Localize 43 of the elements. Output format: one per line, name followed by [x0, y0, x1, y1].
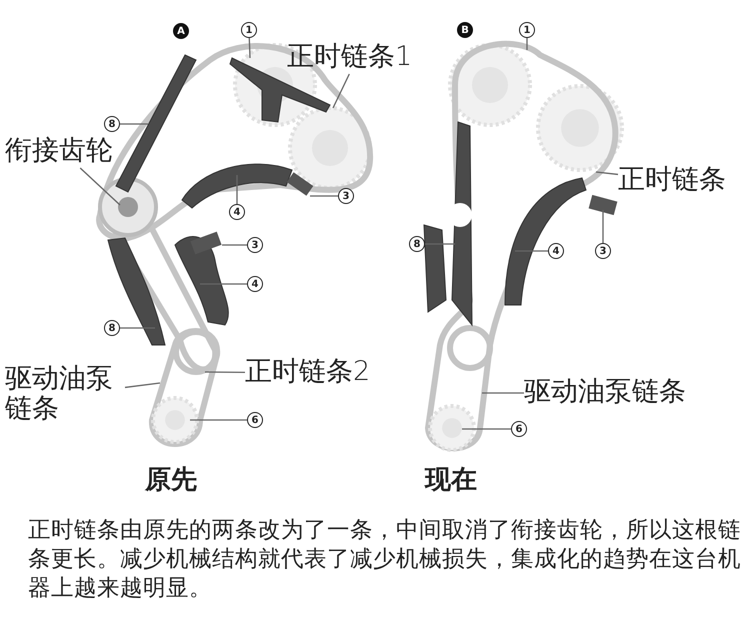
leader-line	[515, 250, 548, 252]
leader-line	[120, 123, 148, 125]
leader-line	[526, 38, 528, 50]
callout-number: 4	[548, 243, 564, 259]
leader-line	[602, 210, 604, 243]
callout-number: 1	[519, 22, 535, 38]
leader-line	[190, 419, 247, 421]
callout-number: 6	[247, 412, 263, 428]
panel-title: 现在	[425, 464, 477, 497]
leader-line	[310, 195, 338, 197]
callout-number: 3	[338, 188, 354, 204]
callout-number: 8	[409, 236, 425, 252]
leader-line	[222, 244, 247, 246]
leader-line	[482, 392, 524, 394]
leader-line	[236, 175, 238, 204]
callout-number: 4	[247, 276, 263, 292]
part-label: 正时链条	[618, 165, 736, 195]
part-label: 正时链条1	[287, 42, 427, 72]
panel-title: 原先	[145, 464, 197, 497]
leader-line	[332, 74, 350, 108]
part-label: 驱动油泵链条	[5, 364, 125, 424]
leader-line	[200, 283, 247, 285]
leader-line	[596, 171, 618, 176]
callout-number: 1	[241, 22, 257, 38]
callout-number: 8	[104, 320, 120, 336]
part-label: 正时链条2	[245, 357, 380, 387]
part-label: 驱动油泵链条	[524, 377, 694, 407]
caption-text: 正时链条由原先的两条改为了一条，中间取消了衔接齿轮，所以这根链条更长。减少机械结构就代表了减少机械损失，集成化的趋势在这台机器上越来越明显。	[28, 516, 742, 603]
leader-line	[205, 371, 245, 374]
leader-line	[124, 382, 160, 388]
leader-line	[462, 428, 511, 430]
leader-line	[425, 243, 455, 245]
callout-number: 8	[104, 116, 120, 132]
callout-number: 3	[595, 243, 611, 259]
leader-line	[120, 327, 155, 329]
panel-badge: A	[173, 23, 189, 39]
callout-number: 6	[511, 421, 527, 437]
leader-line	[80, 168, 120, 206]
callout-number: 4	[229, 204, 245, 220]
callout-number: 3	[247, 237, 263, 253]
leader-line	[248, 38, 251, 58]
part-label: 衔接齿轮	[5, 136, 121, 166]
panel-badge: B	[457, 22, 473, 38]
